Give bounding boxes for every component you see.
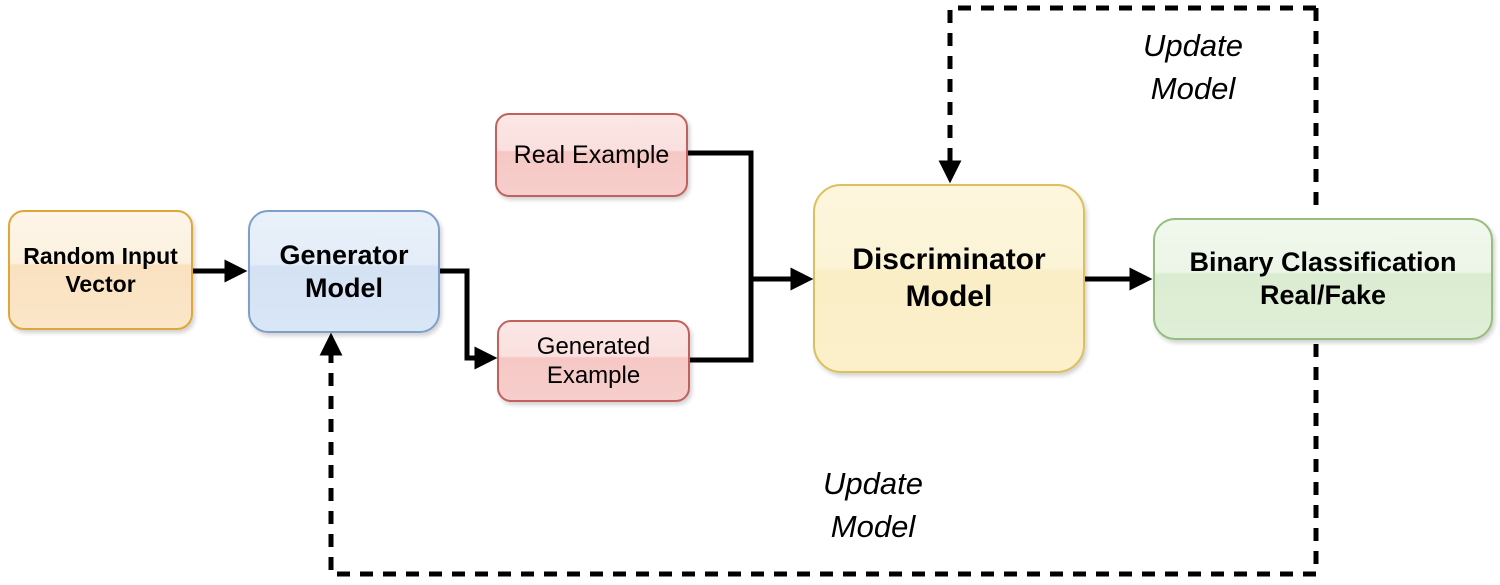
node-discriminator-model: Discriminator Model <box>813 184 1085 373</box>
node-binary-classification-output: Binary Classification Real/Fake <box>1153 218 1493 340</box>
node-generated-example: Generated Example <box>497 320 690 402</box>
node-generator-model: Generator Model <box>248 210 440 333</box>
connector-examples-merge-bracket <box>688 150 754 363</box>
node-random-input-vector: Random Input Vector <box>8 210 193 330</box>
arrow-generator-to-generated-example <box>440 268 498 370</box>
node-real-example: Real Example <box>495 113 688 197</box>
label-update-model-generator: Update Model <box>823 466 923 545</box>
label-update-model-discriminator: Update Model <box>1143 28 1243 107</box>
